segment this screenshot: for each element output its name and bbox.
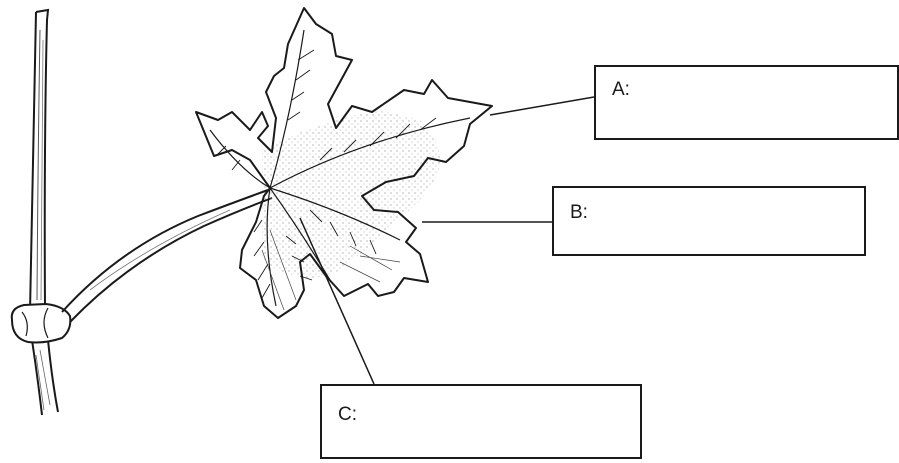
- pointer-line-a: [489, 96, 595, 116]
- label-b-text: B:: [570, 202, 588, 223]
- main-stem: [29, 8, 59, 416]
- leaf-blade: [195, 7, 493, 319]
- petiole: [61, 189, 273, 323]
- label-c-text: C:: [338, 404, 357, 425]
- label-box-a[interactable]: A:: [594, 65, 899, 140]
- stem-node: [10, 302, 72, 344]
- label-a-text: A:: [612, 79, 630, 100]
- pointer-line-c: [299, 217, 375, 385]
- label-box-b[interactable]: B:: [552, 186, 866, 256]
- pointer-lines: [299, 96, 595, 385]
- label-box-c[interactable]: C:: [320, 384, 642, 459]
